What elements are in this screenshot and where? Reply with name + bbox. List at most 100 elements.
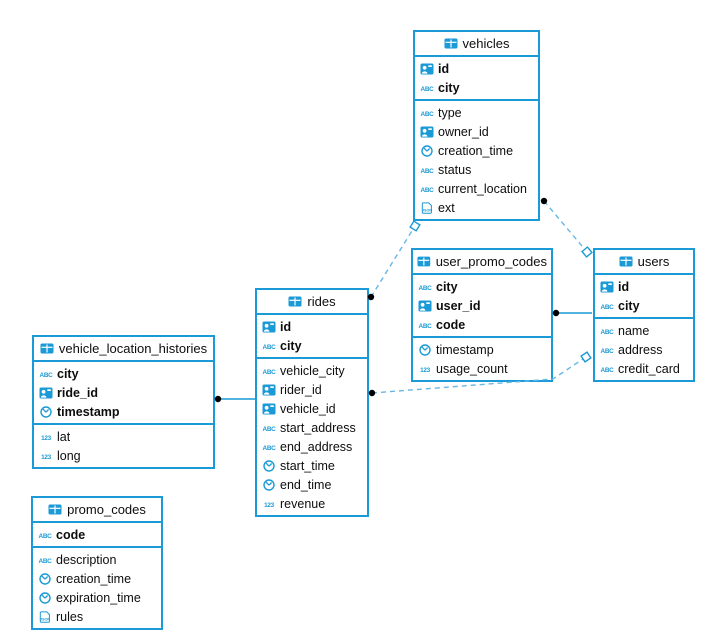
column-name: city — [618, 298, 640, 313]
svg-text:ABC: ABC — [263, 445, 276, 452]
varchar-icon: ABC — [421, 86, 434, 93]
column-row-user_id[interactable]: user_id — [413, 296, 551, 315]
column-row-city[interactable]: ABC city — [413, 277, 551, 296]
column-row-code[interactable]: ABC code — [33, 525, 161, 544]
column-row-id[interactable]: id — [415, 59, 538, 78]
uuid-icon — [600, 281, 614, 292]
column-row-description[interactable]: ABC description — [33, 550, 161, 569]
varchar-icon: ABC — [601, 348, 614, 355]
column-name: ext — [438, 200, 455, 215]
table-vehicle_location_histories[interactable]: vehicle_location_histories ABC city ride… — [32, 335, 215, 469]
table-name: promo_codes — [67, 502, 146, 517]
column-name: rider_id — [280, 382, 322, 397]
column-row-ride_id[interactable]: ride_id — [34, 383, 213, 402]
column-row-usage_count[interactable]: 123 usage_count — [413, 359, 551, 378]
column-row-ext[interactable]: JSON ext — [415, 198, 538, 217]
table-header[interactable]: user_promo_codes — [413, 250, 551, 275]
column-name: type — [438, 105, 462, 120]
column-row-current_location[interactable]: ABC current_location — [415, 179, 538, 198]
varchar-icon: ABC — [601, 304, 614, 311]
columns-section: 123 lat 123 long — [34, 425, 213, 467]
relationship-rides-to-vehicles[interactable] — [370, 225, 416, 298]
svg-text:ABC: ABC — [601, 348, 614, 355]
svg-text:ABC: ABC — [419, 285, 432, 292]
column-row-long[interactable]: 123 long — [34, 446, 213, 465]
column-row-vehicle_id[interactable]: vehicle_id — [257, 399, 367, 418]
table-name: vehicle_location_histories — [58, 341, 208, 356]
table-header[interactable]: rides — [257, 290, 367, 315]
column-row-owner_id[interactable]: owner_id — [415, 122, 538, 141]
uuid-icon — [39, 387, 53, 398]
column-row-city[interactable]: ABC city — [415, 78, 538, 97]
table-header[interactable]: vehicle_location_histories — [34, 337, 213, 362]
column-row-city[interactable]: ABC city — [257, 336, 367, 355]
column-row-creation_time[interactable]: creation_time — [33, 569, 161, 588]
columns-section: ABC name ABC address ABC credit_card — [595, 319, 693, 380]
column-row-address[interactable]: ABC address — [595, 340, 693, 359]
uuid-icon — [262, 384, 276, 395]
column-row-status[interactable]: ABC status — [415, 160, 538, 179]
column-row-credit_card[interactable]: ABC credit_card — [595, 359, 693, 378]
column-row-end_time[interactable]: end_time — [257, 475, 367, 494]
column-row-creation_time[interactable]: creation_time — [415, 141, 538, 160]
columns-section: ABC description creation_time expiration… — [33, 548, 161, 628]
column-name: timestamp — [436, 342, 494, 357]
column-row-city[interactable]: ABC city — [34, 364, 213, 383]
column-row-lat[interactable]: 123 lat — [34, 427, 213, 446]
column-row-code[interactable]: ABC code — [413, 315, 551, 334]
column-row-start_address[interactable]: ABC start_address — [257, 418, 367, 437]
column-row-revenue[interactable]: 123 revenue — [257, 494, 367, 513]
number-icon: 123 — [420, 367, 431, 374]
column-name: revenue — [280, 496, 326, 511]
table-icon — [417, 256, 431, 266]
svg-text:ABC: ABC — [263, 344, 276, 351]
table-promo_codes[interactable]: promo_codes ABC code ABC description cre… — [31, 496, 163, 630]
table-vehicles[interactable]: vehicles id ABC city ABC type — [413, 30, 540, 221]
relationship-vehicles-to-users[interactable] — [543, 200, 588, 253]
column-name: current_location — [438, 181, 527, 196]
column-row-type[interactable]: ABC type — [415, 103, 538, 122]
column-row-vehicle_city[interactable]: ABC vehicle_city — [257, 361, 367, 380]
table-name: users — [637, 254, 670, 269]
column-name: id — [280, 319, 292, 334]
column-row-expiration_time[interactable]: expiration_time — [33, 588, 161, 607]
column-row-city[interactable]: ABC city — [595, 296, 693, 315]
varchar-icon: ABC — [421, 168, 434, 175]
column-row-timestamp[interactable]: timestamp — [413, 340, 551, 359]
column-row-name[interactable]: ABC name — [595, 321, 693, 340]
column-name: address — [618, 342, 663, 357]
table-header[interactable]: vehicles — [415, 32, 538, 57]
table-icon — [48, 504, 62, 514]
varchar-icon: ABC — [421, 111, 434, 118]
table-name: user_promo_codes — [435, 254, 547, 269]
table-rides[interactable]: rides id ABC city ABC vehicle_city — [255, 288, 369, 517]
column-row-timestamp[interactable]: timestamp — [34, 402, 213, 421]
timestamp-icon — [419, 343, 431, 356]
table-name: vehicles — [462, 36, 510, 51]
uuid-icon — [420, 126, 434, 137]
table-users[interactable]: users id ABC city ABC name ABC address A… — [593, 248, 695, 382]
column-row-rider_id[interactable]: rider_id — [257, 380, 367, 399]
table-header[interactable]: users — [595, 250, 693, 275]
svg-text:ABC: ABC — [421, 86, 434, 93]
column-row-rules[interactable]: JSON rules — [33, 607, 161, 626]
column-name: lat — [57, 429, 71, 444]
column-row-id[interactable]: id — [595, 277, 693, 296]
table-header[interactable]: promo_codes — [33, 498, 161, 523]
column-name: code — [56, 527, 86, 542]
column-name: long — [57, 448, 81, 463]
svg-text:ABC: ABC — [421, 111, 434, 118]
uuid-icon — [418, 300, 432, 311]
column-name: start_time — [280, 458, 335, 473]
svg-text:123: 123 — [264, 502, 275, 509]
column-name: user_id — [436, 298, 481, 313]
table-user_promo_codes[interactable]: user_promo_codes ABC city user_id ABC co… — [411, 248, 553, 382]
varchar-icon: ABC — [39, 533, 52, 540]
column-row-start_time[interactable]: start_time — [257, 456, 367, 475]
column-row-id[interactable]: id — [257, 317, 367, 336]
relationship-rides-to-users[interactable] — [371, 356, 587, 394]
svg-text:123: 123 — [41, 454, 52, 461]
column-name: rules — [56, 609, 84, 624]
column-row-end_address[interactable]: ABC end_address — [257, 437, 367, 456]
